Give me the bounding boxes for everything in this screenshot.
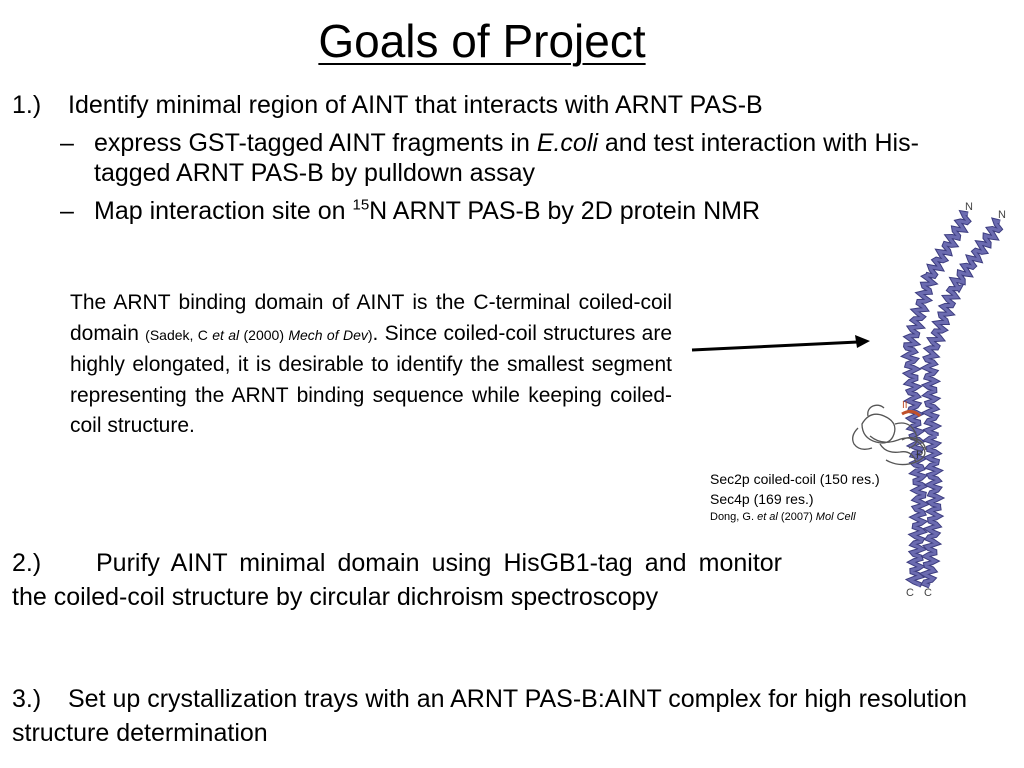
- figure-caption: Sec2p coiled-coil (150 res.) Sec4p (169 …: [710, 469, 880, 526]
- coiled-coil-structure-figure: II P N N C C: [852, 201, 1006, 599]
- goal-1-subpoint-2: – Map interaction site on 15N ARNT PAS-B…: [60, 196, 980, 226]
- description-paragraph: The ARNT binding domain of AINT is the C…: [70, 288, 672, 442]
- sec4p-domain: [852, 404, 927, 466]
- caption-line-1: Sec2p coiled-coil (150 res.): [710, 471, 880, 487]
- ref-close: ): [367, 326, 373, 343]
- ligand-mark: [901, 409, 922, 418]
- figure-label-n1: N: [965, 201, 973, 213]
- cite-year: (2007): [777, 511, 816, 523]
- goal-2: 2.)Purify AINT minimal domain using HisG…: [12, 546, 782, 614]
- goal-1: 1.) Identify minimal region of AINT that …: [12, 90, 763, 120]
- ref-journal: Mech of Dev: [288, 326, 368, 343]
- ref-author: (Sadek, C: [145, 326, 213, 343]
- cite-author: Dong, G.: [710, 511, 758, 523]
- subpoint-1-text-after: and test interaction with His-tagged ARN…: [94, 129, 919, 187]
- helix-strand-2: [920, 218, 1003, 588]
- goal-1-subpoint-1: – express GST-tagged AINT fragments in E…: [60, 128, 980, 188]
- cite-etal: et al: [757, 511, 778, 523]
- subpoint-2-text-after: N ARNT PAS-B by 2D protein NMR: [369, 197, 761, 225]
- caption-citation: Dong, G. et al (2007) Mol Cell: [710, 509, 880, 526]
- ref-year: (2000): [239, 326, 289, 343]
- goal-3-text: Set up crystallization trays with an ARN…: [12, 685, 967, 747]
- slide-title: Goals of Project: [318, 15, 646, 67]
- figure-label-c1: C: [906, 587, 914, 599]
- subpoint-2-text-before: Map interaction site on: [94, 197, 353, 225]
- caption-line-2: Sec4p (169 res.): [710, 491, 814, 507]
- subpoint-1-text-before: express GST-tagged AINT fragments in: [94, 129, 537, 157]
- goal-3-number: 3.): [12, 685, 42, 713]
- paragraph-reference: (Sadek, C et al (2000) Mech of Dev): [145, 327, 372, 343]
- subpoint-1-italic-organism: E.coli: [536, 129, 598, 157]
- bullet-dash: –: [60, 129, 74, 157]
- figure-label-n2: N: [998, 209, 1006, 221]
- goal-1-number: 1.): [12, 91, 42, 119]
- figure-label-p: P: [916, 449, 923, 461]
- goal-2-text: Purify AINT minimal domain using HisGB1-…: [12, 549, 782, 611]
- goal-1-text: Identify minimal region of AINT that int…: [68, 91, 763, 119]
- arrow-icon: [691, 335, 870, 352]
- paragraph-part-1: The ARNT binding domain of AINT is the C…: [70, 291, 672, 345]
- figure-label-roman: II: [902, 400, 908, 411]
- subpoint-2-superscript: 15: [352, 196, 370, 214]
- cite-journal: Mol Cell: [815, 511, 856, 523]
- helix-group: [899, 209, 1004, 589]
- bullet-dash: –: [60, 197, 74, 225]
- paragraph-part-2: . Since coiled-coil structures are highl…: [70, 321, 672, 438]
- goal-3: 3.)Set up crystallization trays with an …: [12, 682, 1002, 750]
- helix-strand-1: [902, 211, 971, 588]
- goal-2-number: 2.): [12, 549, 42, 577]
- figure-label-c2: C: [924, 587, 932, 599]
- ref-etal: et al: [212, 326, 240, 343]
